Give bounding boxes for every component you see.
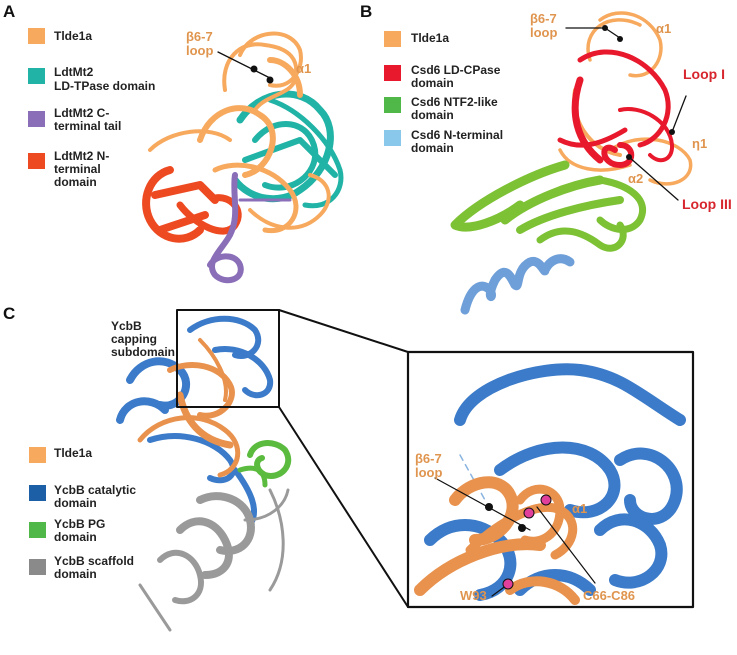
legend-swatch-tlde1a [384, 31, 401, 47]
inset-annotation-alpha1: α1 [572, 501, 588, 516]
annotation-alpha1: α1 [656, 21, 672, 36]
annotation-eta1: η1 [692, 136, 708, 151]
legend-label-ldtmt2: LdtMt2 [54, 65, 94, 79]
inset-annotation-beta6-7: β6-7 [415, 451, 442, 466]
legend-swatch-ycbb-scaffold [29, 559, 46, 575]
legend-swatch-tlde1a [29, 447, 46, 463]
legend-label-domain: domain [411, 141, 454, 155]
panel-c-structure [116, 309, 695, 632]
legend-swatch-ldtmt2-n-term [28, 153, 45, 169]
legend-label-tlde1a: Tlde1a [411, 31, 450, 45]
inset-annotation-loop: loop [415, 465, 443, 480]
annotation-beta6-7: β6-7 [186, 29, 213, 44]
legend-label-domain: domain [411, 76, 454, 90]
inset-annotation-c66-c86: C66-C86 [583, 588, 636, 603]
legend-swatch-csd6-n-term [384, 130, 401, 146]
legend-label-csd6-ntf2: Csd6 NTF2-like [411, 95, 498, 109]
panel-b-structure [450, 11, 693, 315]
legend-swatch-ycbb-pg [29, 522, 46, 538]
legend-swatch-ldtmt2-c-tail [28, 111, 45, 127]
annotation-loop: loop [186, 43, 214, 58]
legend-label-domain: domain [54, 567, 97, 581]
panel-a-letter: A [3, 2, 16, 21]
annotation-loop: loop [530, 25, 558, 40]
annotation-alpha1: α1 [296, 61, 312, 76]
capping-label-line1: YcbB [111, 319, 142, 333]
legend-label-ycbb-catalytic: YcbB catalytic [54, 483, 137, 497]
panel-a-structure [142, 31, 344, 284]
annotation-loop-i: Loop I [683, 66, 725, 82]
legend-swatch-csd6-ntf2 [384, 97, 401, 113]
panel-c-letter: C [3, 304, 16, 323]
panel-b-letter: B [360, 2, 373, 21]
legend-label-domain: domain [54, 175, 97, 189]
legend-label-domain: domain [54, 496, 97, 510]
inset-structure [414, 363, 686, 605]
capping-label-line2: capping [111, 332, 158, 346]
legend-label-tlde1a: Tlde1a [54, 446, 93, 460]
legend-label-csd6-ld-cpase: Csd6 LD-CPase [411, 63, 501, 77]
capping-label-line3: subdomain [111, 345, 176, 359]
annotation-loop-iii: Loop III [682, 196, 732, 212]
legend-label-domain: domain [411, 108, 454, 122]
legend-label-tlde1a: Tlde1a [54, 29, 93, 43]
legend-swatch-ycbb-catalytic [29, 485, 46, 501]
legend-label-ldtmt2-n: LdtMt2 N- [54, 149, 110, 163]
legend-label-csd6-n-terminal: Csd6 N-terminal [411, 128, 504, 142]
inset-annotation-w93: W93 [460, 588, 487, 603]
legend-label-ldtmt2-ld-tpase: LD-TPase domain [54, 79, 156, 93]
annotation-alpha2: α2 [628, 171, 644, 186]
legend-label-terminal-tail: terminal tail [54, 119, 122, 133]
legend-label-ycbb-scaffold: YcbB scaffold [54, 554, 135, 568]
legend-swatch-csd6-ld-cpase [384, 65, 401, 81]
legend-label-ycbb-pg: YcbB PG [54, 517, 106, 531]
annotation-beta6-7: β6-7 [530, 11, 557, 26]
legend-label-terminal: terminal [54, 162, 101, 176]
legend-swatch-tlde1a [28, 28, 45, 44]
legend-label-domain: domain [54, 530, 97, 544]
legend-swatch-ldtmt2-ld-tpase [28, 68, 45, 84]
legend-label-ldtmt2-c: LdtMt2 C- [54, 106, 110, 120]
